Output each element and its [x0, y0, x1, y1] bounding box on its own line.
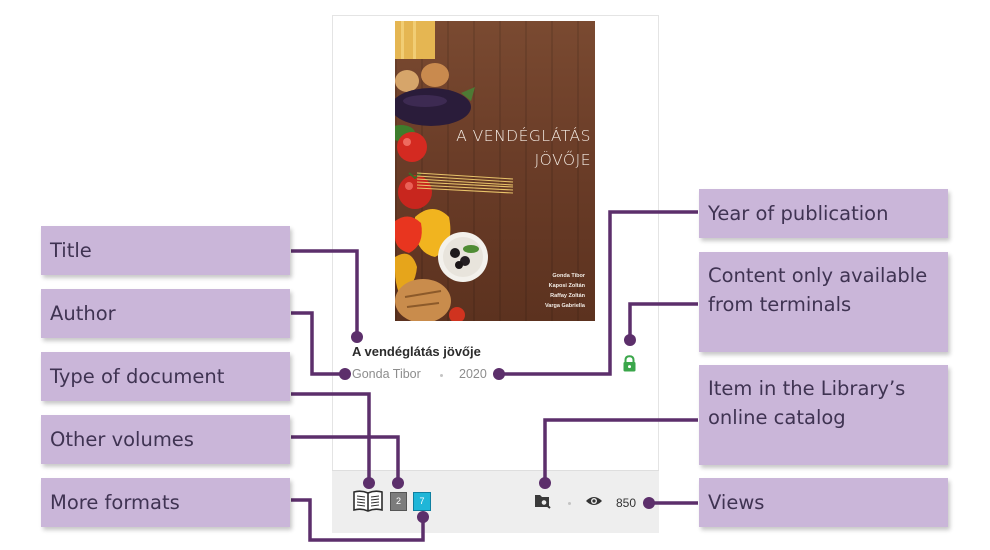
label-terminals-line2: from terminals — [708, 293, 852, 316]
label-document-type: Type of document — [41, 352, 290, 401]
label-document-type-text: Type of document — [50, 365, 225, 388]
lock-icon — [623, 355, 636, 372]
cover-author-1: Gonda Tibor — [552, 273, 585, 279]
label-views: Views — [699, 478, 948, 527]
folder-search-icon[interactable] — [534, 493, 552, 509]
publication-year: 2020 — [459, 367, 487, 381]
footer-separator — [568, 502, 571, 505]
book-title[interactable]: A vendéglátás jövője — [352, 344, 481, 359]
label-views-text: Views — [708, 491, 765, 514]
label-online-catalog: Item in the Library’s online catalog — [699, 365, 948, 465]
label-other-volumes: Other volumes — [41, 415, 290, 464]
more-formats-badge[interactable]: 7 — [413, 492, 431, 511]
label-year: Year of publication — [699, 189, 948, 238]
label-title-text: Title — [50, 239, 92, 262]
cover-illustration — [395, 21, 514, 321]
cover-authors: Gonda Tibor Kaposi Zoltán Raffay Zoltán … — [545, 271, 585, 311]
cover-author-2: Kaposi Zoltán — [548, 283, 585, 289]
views-count: 850 — [616, 496, 637, 510]
card-footer — [332, 470, 659, 533]
open-book-icon — [353, 490, 383, 512]
book-author[interactable]: Gonda Tibor — [352, 367, 421, 381]
eye-icon — [586, 497, 602, 505]
cover-author-3: Raffay Zoltán — [550, 293, 585, 299]
label-more-formats: More formats — [41, 478, 290, 527]
label-author-text: Author — [50, 302, 116, 325]
label-catalog-line1: Item in the Library’s — [708, 377, 906, 400]
label-more-formats-text: More formats — [50, 491, 180, 514]
label-catalog-line2: online catalog — [708, 406, 846, 429]
cover-title-line1: A VENDÉGLÁTÁS — [456, 127, 591, 145]
label-author: Author — [41, 289, 290, 338]
cover-title: A VENDÉGLÁTÁS JÖVŐJE — [435, 124, 591, 172]
cover-title-line2: JÖVŐJE — [534, 151, 591, 169]
label-terminals-only: Content only available from terminals — [699, 252, 948, 352]
cover-author-4: Varga Gabriella — [544, 303, 585, 309]
label-other-volumes-text: Other volumes — [50, 428, 194, 451]
label-terminals-line1: Content only available — [708, 264, 928, 287]
label-title: Title — [41, 226, 290, 275]
label-year-text: Year of publication — [708, 202, 889, 225]
other-volumes-badge[interactable]: 2 — [390, 492, 407, 511]
meta-separator — [440, 374, 443, 377]
book-cover[interactable]: A VENDÉGLÁTÁS JÖVŐJE Gonda Tibor Kaposi … — [395, 21, 595, 321]
